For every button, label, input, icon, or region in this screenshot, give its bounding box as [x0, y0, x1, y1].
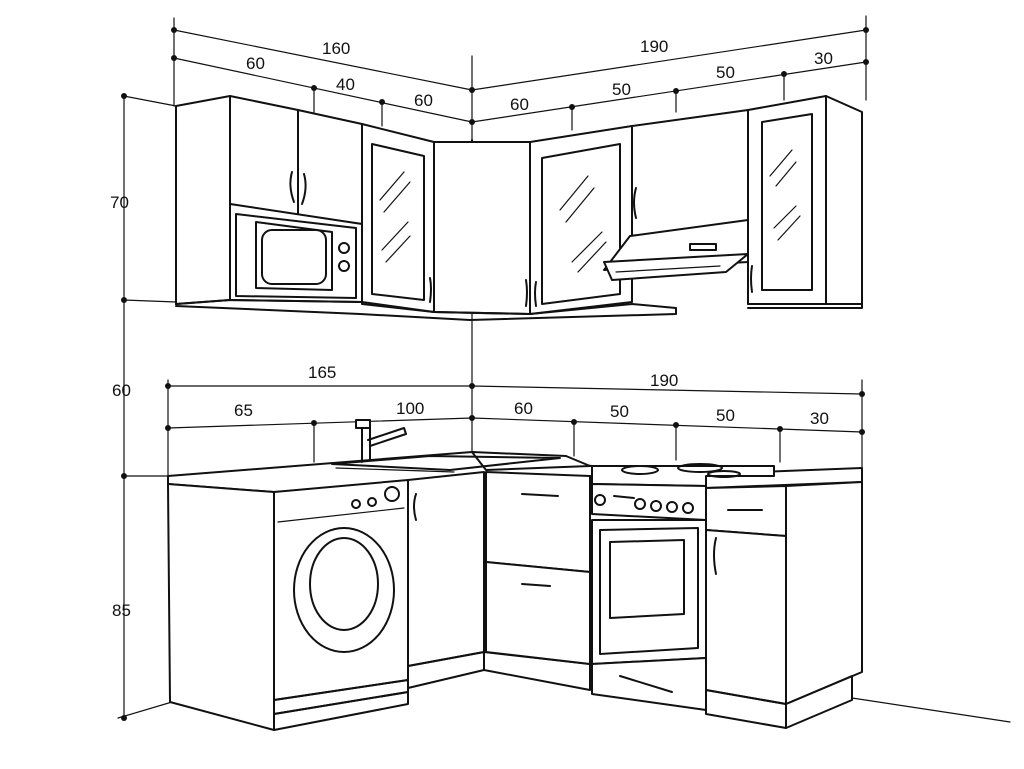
glass-pane — [371, 143, 425, 301]
knob-icon — [634, 498, 646, 510]
dim-upper-height: 70 — [110, 193, 129, 212]
glass-pane — [541, 143, 621, 305]
hood-control-panel — [689, 243, 717, 251]
button-icon — [367, 497, 377, 507]
dim-lower-right-total: 190 — [650, 371, 678, 390]
upper-right-side-panel — [825, 95, 863, 305]
dim-upper-left-c: 60 — [414, 91, 433, 110]
upper-cabinets — [175, 95, 863, 321]
burner-icon — [677, 463, 723, 473]
washer-door-icon — [293, 527, 395, 653]
drawer-handle-icon — [619, 675, 673, 693]
dim-base-height: 85 — [112, 601, 131, 620]
lower-door-left — [407, 471, 485, 667]
knob-icon — [594, 494, 606, 506]
dim-upper-left-b: 40 — [336, 75, 355, 94]
dim-lower-right-c: 50 — [716, 406, 735, 425]
handle-icon — [750, 265, 753, 293]
sink-icon — [331, 455, 561, 471]
upper-glass-door-far-right — [747, 95, 827, 305]
dial-icon — [384, 486, 400, 502]
dim-upper-right-c: 50 — [716, 63, 735, 82]
drawer-bottom — [485, 561, 591, 665]
upper-left-side-panel — [175, 95, 231, 305]
upper-hood-cabinet — [631, 109, 749, 237]
upper-door-1 — [229, 95, 299, 217]
dim-lower-left-a: 65 — [234, 401, 253, 420]
dim-gap-height: 60 — [112, 381, 131, 400]
microwave-window — [255, 221, 333, 291]
dim-upper-left-a: 60 — [246, 54, 265, 73]
stove-control-panel — [591, 483, 707, 521]
handle-icon — [413, 493, 417, 521]
knob-icon — [650, 500, 662, 512]
dim-lower-right-a: 60 — [514, 399, 533, 418]
handle-icon — [429, 277, 432, 303]
oven-window — [609, 539, 685, 619]
knob-icon — [338, 260, 350, 272]
dim-upper-right-total: 190 — [640, 37, 668, 56]
dim-upper-right-a: 60 — [510, 95, 529, 114]
dimension-lines — [117, 15, 869, 721]
range-hood-bottom — [603, 253, 749, 281]
dim-upper-left-total: 160 — [322, 39, 350, 58]
dim-lower-left-b: 100 — [396, 399, 424, 418]
dim-lower-right-b: 50 — [610, 402, 629, 421]
lower-left-side-panel — [167, 483, 275, 731]
dimension-labels: 160 60 40 60 190 60 50 50 30 70 60 85 16… — [110, 37, 833, 620]
drawer-handle-icon — [521, 583, 551, 587]
burner-icon — [621, 465, 659, 475]
button-icon — [351, 499, 361, 509]
lower-door-right — [705, 529, 787, 705]
drawer-handle-icon — [521, 493, 559, 497]
drawer-top — [485, 471, 591, 573]
upper-glass-door-right — [529, 125, 633, 315]
knob-icon — [682, 502, 694, 514]
dim-upper-right-d: 30 — [814, 49, 833, 68]
glass-pane — [761, 113, 813, 291]
knob-icon — [338, 242, 350, 254]
handle-icon — [525, 279, 528, 307]
floor-lines — [407, 669, 1011, 723]
microwave-window-inner — [261, 229, 327, 285]
dim-lower-right-d: 30 — [810, 409, 829, 428]
countertops — [167, 419, 863, 493]
handle-icon — [301, 173, 307, 205]
dim-lower-left-total: 165 — [308, 363, 336, 382]
handle-icon — [289, 171, 295, 203]
handle-icon — [713, 537, 717, 575]
handle-icon — [633, 187, 637, 219]
upper-door-2 — [297, 109, 363, 225]
lower-cabinets — [167, 463, 863, 731]
upper-corner-cabinet — [433, 141, 531, 315]
handle-icon — [534, 281, 537, 307]
dim-upper-right-b: 50 — [612, 80, 631, 99]
knob-icon — [666, 501, 678, 513]
lower-right-side-panel — [785, 481, 863, 705]
burner-icon — [707, 470, 741, 478]
